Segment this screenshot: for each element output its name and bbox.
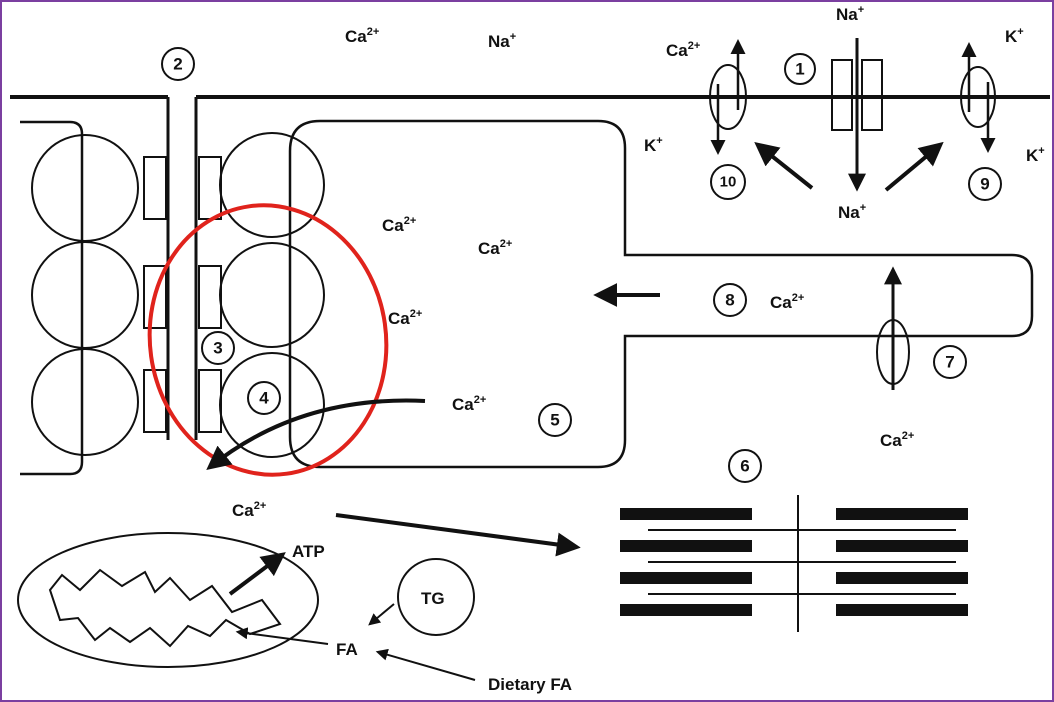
na-to-ncx-arrow	[754, 142, 814, 190]
ryr-cluster-circle	[219, 132, 325, 238]
ncx-channel	[709, 64, 747, 130]
k-channel	[960, 66, 996, 128]
na-channel-block-left	[831, 59, 853, 131]
ryr-cluster-circle	[31, 134, 139, 242]
ryr-cluster-circle	[31, 241, 139, 349]
atp-arrow	[228, 552, 286, 596]
dietary-fa-label: Dietary FA	[488, 675, 572, 694]
svg-text:4: 4	[259, 389, 269, 408]
ca-label: Ca2+	[880, 430, 914, 450]
atp-label: ATP	[292, 542, 325, 561]
l-type-channel	[198, 265, 222, 329]
svg-text:2: 2	[173, 55, 182, 74]
svg-text:9: 9	[980, 175, 989, 194]
junctional-sr-left	[20, 120, 84, 476]
l-type-channel	[198, 369, 222, 433]
l-type-channel	[143, 156, 167, 220]
fa-label: FA	[336, 640, 358, 659]
marker-10: 10	[710, 164, 746, 200]
ca-release-arrow	[206, 398, 426, 470]
sarcoplasmic-reticulum	[288, 119, 1034, 469]
marker-8: 8	[713, 283, 747, 317]
myofilament-sarcomere	[620, 495, 968, 632]
svg-text:1: 1	[795, 60, 804, 79]
ryr-cluster-circle	[219, 242, 325, 348]
ca-label: Ca2+	[452, 394, 486, 414]
triglyceride-droplet	[397, 558, 475, 636]
fa-to-mito-arrow	[235, 627, 329, 645]
tg-label: TG	[421, 589, 445, 608]
ca-to-myofilament-arrow	[335, 513, 581, 557]
marker-5: 5	[538, 403, 572, 437]
ca-label: Ca2+	[345, 26, 379, 46]
l-type-channel	[198, 156, 222, 220]
svg-text:10: 10	[720, 174, 737, 191]
svg-text:3: 3	[213, 339, 222, 358]
marker-3: 3	[201, 331, 235, 365]
na-label: Na+	[838, 202, 866, 222]
mitochondrial-cristae	[48, 568, 282, 648]
marker-2: 2	[161, 47, 195, 81]
highlight-ellipse	[147, 203, 389, 477]
tg-to-fa-arrow	[368, 603, 395, 626]
marker-4: 4	[247, 381, 281, 415]
marker-6: 6	[728, 449, 762, 483]
svg-text:7: 7	[945, 353, 954, 372]
na-to-k-channel-arrow	[884, 141, 944, 192]
marker-7: 7	[933, 345, 967, 379]
k-label: K+	[1005, 26, 1024, 46]
na-channel-block-right	[861, 59, 883, 131]
marker-9: 9	[968, 167, 1002, 201]
svg-text:6: 6	[740, 457, 749, 476]
na-label: Na+	[836, 4, 864, 24]
ca-label: Ca2+	[666, 40, 700, 60]
t-tubule	[166, 97, 198, 440]
svg-text:5: 5	[550, 411, 559, 430]
l-type-channel	[143, 265, 167, 329]
ca-label: Ca2+	[232, 500, 266, 520]
k-label: K+	[644, 135, 663, 155]
dietary-fa-arrow	[375, 648, 476, 681]
ryr-cluster-circle	[219, 352, 325, 458]
ca-label: Ca2+	[382, 215, 416, 235]
ca-label: Ca2+	[478, 238, 512, 258]
svg-text:8: 8	[725, 291, 734, 310]
ca-label: Ca2+	[388, 308, 422, 328]
k-label: K+	[1026, 145, 1045, 165]
ryr-cluster-circle	[31, 348, 139, 456]
na-label: Na+	[488, 31, 516, 51]
mitochondrion	[17, 532, 319, 668]
ca-label: Ca2+	[770, 292, 804, 312]
marker-1: 1	[784, 53, 816, 85]
